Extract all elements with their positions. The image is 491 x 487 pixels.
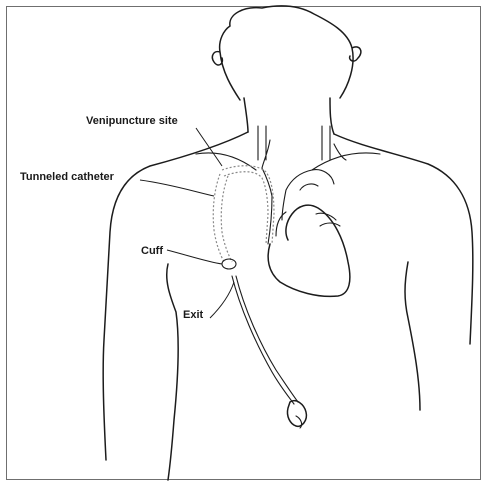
left-clavicle bbox=[196, 153, 256, 170]
cuff-label: Cuff bbox=[141, 245, 163, 257]
left-torso-outline bbox=[167, 264, 178, 480]
tunneled-catheter-path bbox=[213, 174, 224, 262]
head-outline bbox=[212, 6, 360, 100]
right-shoulder-outline bbox=[334, 134, 473, 344]
heart-vessel-left bbox=[276, 212, 286, 236]
cuff-marker bbox=[222, 259, 236, 269]
right-torso-outline bbox=[405, 262, 420, 410]
catheter-hub bbox=[287, 401, 306, 427]
catheter-intravenous-segment-inner bbox=[224, 172, 268, 244]
heart-outline bbox=[268, 205, 350, 296]
heart-vessel-right bbox=[316, 213, 340, 226]
venipuncture-leader bbox=[196, 128, 222, 166]
exit-label: Exit bbox=[183, 309, 204, 321]
tunneled-catheter-path-outer bbox=[221, 176, 232, 262]
great-vessels bbox=[262, 168, 334, 244]
tunneled-catheter-leader bbox=[140, 180, 214, 196]
left-jugular-vein bbox=[258, 126, 270, 168]
right-jugular-vein bbox=[322, 126, 346, 160]
cuff-leader bbox=[167, 250, 222, 264]
external-catheter-line-b bbox=[236, 276, 298, 402]
exit-leader bbox=[210, 282, 234, 318]
tunneled-catheter-label: Tunneled catheter bbox=[20, 171, 115, 183]
venipuncture-site-label: Venipuncture site bbox=[86, 115, 178, 127]
